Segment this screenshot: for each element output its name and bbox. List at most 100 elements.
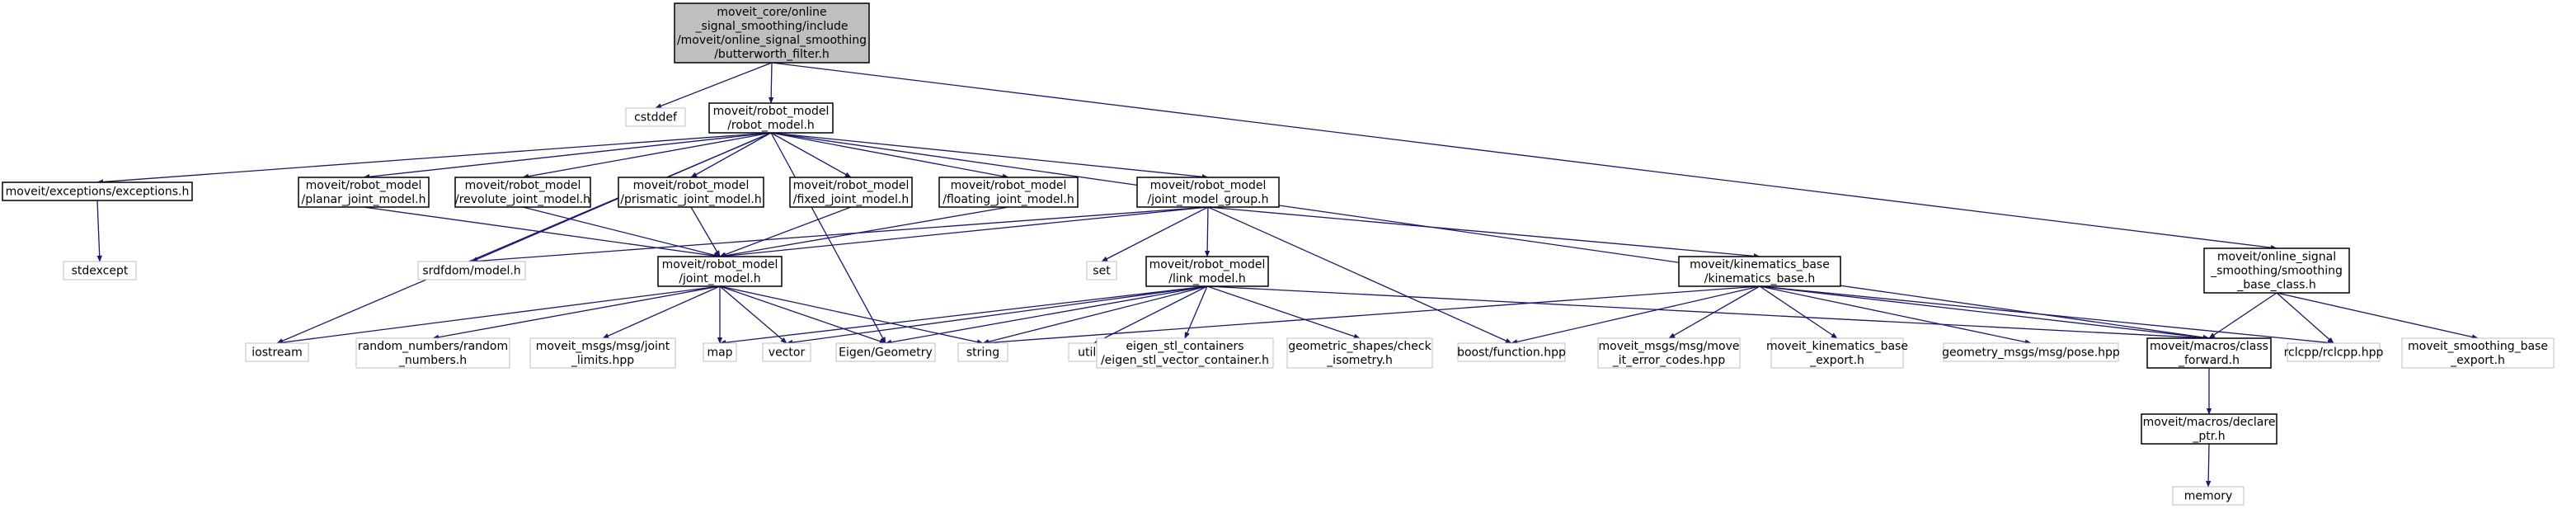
node-box-declare_ptr xyxy=(2141,413,2278,445)
node-label-line: moveit_core/online xyxy=(717,6,826,19)
node-smooth_export: moveit_smoothing_base_export.h xyxy=(2401,337,2555,369)
node-root[interactable]: moveit_core/online_signal_smoothing/incl… xyxy=(674,2,870,64)
node-label-line: /joint_model.h xyxy=(679,272,760,285)
node-box-stdexcept xyxy=(63,261,137,280)
node-label-line: moveit/online_signal xyxy=(2217,251,2336,264)
node-label-line: moveit/robot_model xyxy=(951,179,1067,192)
node-box-revolute xyxy=(454,177,591,208)
node-box-srdf xyxy=(417,261,526,280)
edge-joint_model-to-eigen xyxy=(719,285,886,344)
node-box-floating xyxy=(938,177,1079,208)
edge-link_model-to-eigen xyxy=(885,285,1208,345)
node-label-line: eigen_stl_containers xyxy=(1126,340,1243,353)
node-rclcpp: rclcpp/rclcpp.hpp xyxy=(2284,342,2384,362)
node-label-line: moveit/robot_model xyxy=(662,258,778,271)
node-label-line: srdfdom/model.h xyxy=(422,265,520,278)
node-class_forward[interactable]: moveit/macros/class_forward.h xyxy=(2146,337,2272,369)
node-fixed[interactable]: moveit/robot_model/fixed_joint_model.h xyxy=(789,177,913,208)
edge-robot_model-to-exceptions xyxy=(96,132,772,185)
node-label-line: moveit/robot_model xyxy=(1150,179,1267,192)
node-label-line: random_numbers/random xyxy=(358,340,508,353)
node-box-planar xyxy=(298,177,430,208)
edge-jmg-to-kinematics xyxy=(1207,206,1760,259)
node-label-line: _limits.hpp xyxy=(571,354,634,367)
edge-robot_model-to-jmg xyxy=(770,132,1209,180)
node-smoothing_base[interactable]: moveit/online_signal_smoothing/smoothing… xyxy=(2203,247,2350,294)
edge-link_model-to-class_forward xyxy=(1206,285,2210,341)
node-label-line: moveit/robot_model xyxy=(1149,258,1266,271)
edge-revolute-to-joint_model xyxy=(522,206,721,258)
edge-kinematics-to-string xyxy=(982,285,1760,346)
node-box-exceptions xyxy=(2,181,193,201)
edge-kinematics-to-pose xyxy=(1759,285,2032,345)
node-robot_model[interactable]: moveit/robot_model/robot_model.h xyxy=(708,102,834,134)
node-exceptions[interactable]: moveit/exceptions/exceptions.h xyxy=(2,181,193,201)
node-label-line: /kinematics_base.h xyxy=(1704,272,1815,285)
node-label-line: Eigen/Geometry xyxy=(839,346,933,360)
edge-link_model-to-string xyxy=(982,285,1208,345)
node-box-boost_function xyxy=(1457,342,1566,362)
edge-root-to-robot_model xyxy=(768,62,774,104)
node-box-link_model xyxy=(1145,256,1269,287)
edge-robot_model-to-floating xyxy=(770,132,1009,179)
node-label-line: _forward.h xyxy=(2178,354,2240,367)
node-box-map xyxy=(703,342,737,362)
edge-planar-to-joint_model xyxy=(363,206,721,259)
node-label-line: string xyxy=(966,346,999,360)
node-prismatic[interactable]: moveit/robot_model/prismatic_joint_model… xyxy=(618,177,764,208)
edge-prismatic-to-joint_model xyxy=(690,206,721,257)
node-pose: geometry_msgs/msg/pose.hpp xyxy=(1942,342,2120,362)
node-label-line: /moveit/online_signal_smoothing xyxy=(677,34,867,47)
node-label-line: /planar_joint_model.h xyxy=(302,193,426,206)
edge-fixed-to-joint_model xyxy=(719,206,852,257)
node-label-line: map xyxy=(707,346,732,360)
node-label-line: /joint_model_group.h xyxy=(1148,193,1269,206)
node-box-fixed xyxy=(789,177,913,208)
node-label-line: moveit_msgs/msg/move xyxy=(1599,340,1740,353)
node-box-set xyxy=(1086,261,1117,280)
edge-robot_model-to-prismatic xyxy=(690,132,772,178)
node-label-line: memory xyxy=(2184,490,2233,503)
node-label-line: moveit/robot_model xyxy=(465,179,581,192)
node-revolute[interactable]: moveit/robot_model/revolute_joint_model.… xyxy=(454,177,591,208)
edge-declare_ptr-to-memory xyxy=(2205,443,2212,488)
node-label-line: /link_model.h xyxy=(1168,272,1245,285)
node-box-eigen xyxy=(835,342,936,362)
node-box-error_codes xyxy=(1597,337,1741,369)
edge-link_model-to-eigen_stl xyxy=(1184,285,1208,339)
node-map: map xyxy=(703,342,737,362)
node-jmg[interactable]: moveit/robot_model/joint_model_group.h xyxy=(1136,177,1280,208)
node-label-line: vector xyxy=(769,346,806,360)
edge-robot_model-to-fixed xyxy=(770,132,852,178)
edge-joint_model-to-iostream xyxy=(276,285,721,346)
node-joint_model[interactable]: moveit/robot_model/joint_model.h xyxy=(657,256,783,287)
node-box-rclcpp xyxy=(2287,342,2381,362)
node-vector: vector xyxy=(762,342,811,362)
node-label-line: stdexcept xyxy=(72,265,129,278)
node-label-line: moveit_smoothing_base xyxy=(2408,340,2548,353)
node-box-root xyxy=(674,2,870,64)
edges-layer xyxy=(96,62,2479,488)
node-link_model[interactable]: moveit/robot_model/link_model.h xyxy=(1145,256,1269,287)
node-declare_ptr[interactable]: moveit/macros/declare_ptr.h xyxy=(2141,413,2278,445)
node-label-line: rclcpp/rclcpp.hpp xyxy=(2284,346,2384,360)
edge-jmg-to-srdf xyxy=(471,206,1209,264)
node-label-line: moveit/robot_model xyxy=(793,179,910,192)
node-label-line: iostream xyxy=(251,346,303,360)
edge-exceptions-to-stdexcept xyxy=(96,200,102,262)
node-planar[interactable]: moveit/robot_model/planar_joint_model.h xyxy=(298,177,430,208)
node-box-memory xyxy=(2172,486,2245,506)
node-srdf: srdfdom/model.h xyxy=(417,261,526,280)
node-box-iostream xyxy=(245,342,309,362)
node-label-line: moveit/robot_model xyxy=(306,179,422,192)
edge-jmg-to-set xyxy=(1101,206,1209,262)
node-label-line: _isometry.h xyxy=(1326,354,1393,367)
node-kinematics[interactable]: moveit/kinematics_base/kinematics_base.h xyxy=(1678,256,1841,287)
node-label-line: _ptr.h xyxy=(2192,430,2225,443)
node-label-line: /fixed_joint_model.h xyxy=(793,193,910,206)
node-box-jmg xyxy=(1136,177,1280,208)
node-floating[interactable]: moveit/robot_model/floating_joint_model.… xyxy=(938,177,1079,208)
node-box-cstddef xyxy=(625,107,686,127)
edge-link_model-to-map xyxy=(719,285,1208,346)
